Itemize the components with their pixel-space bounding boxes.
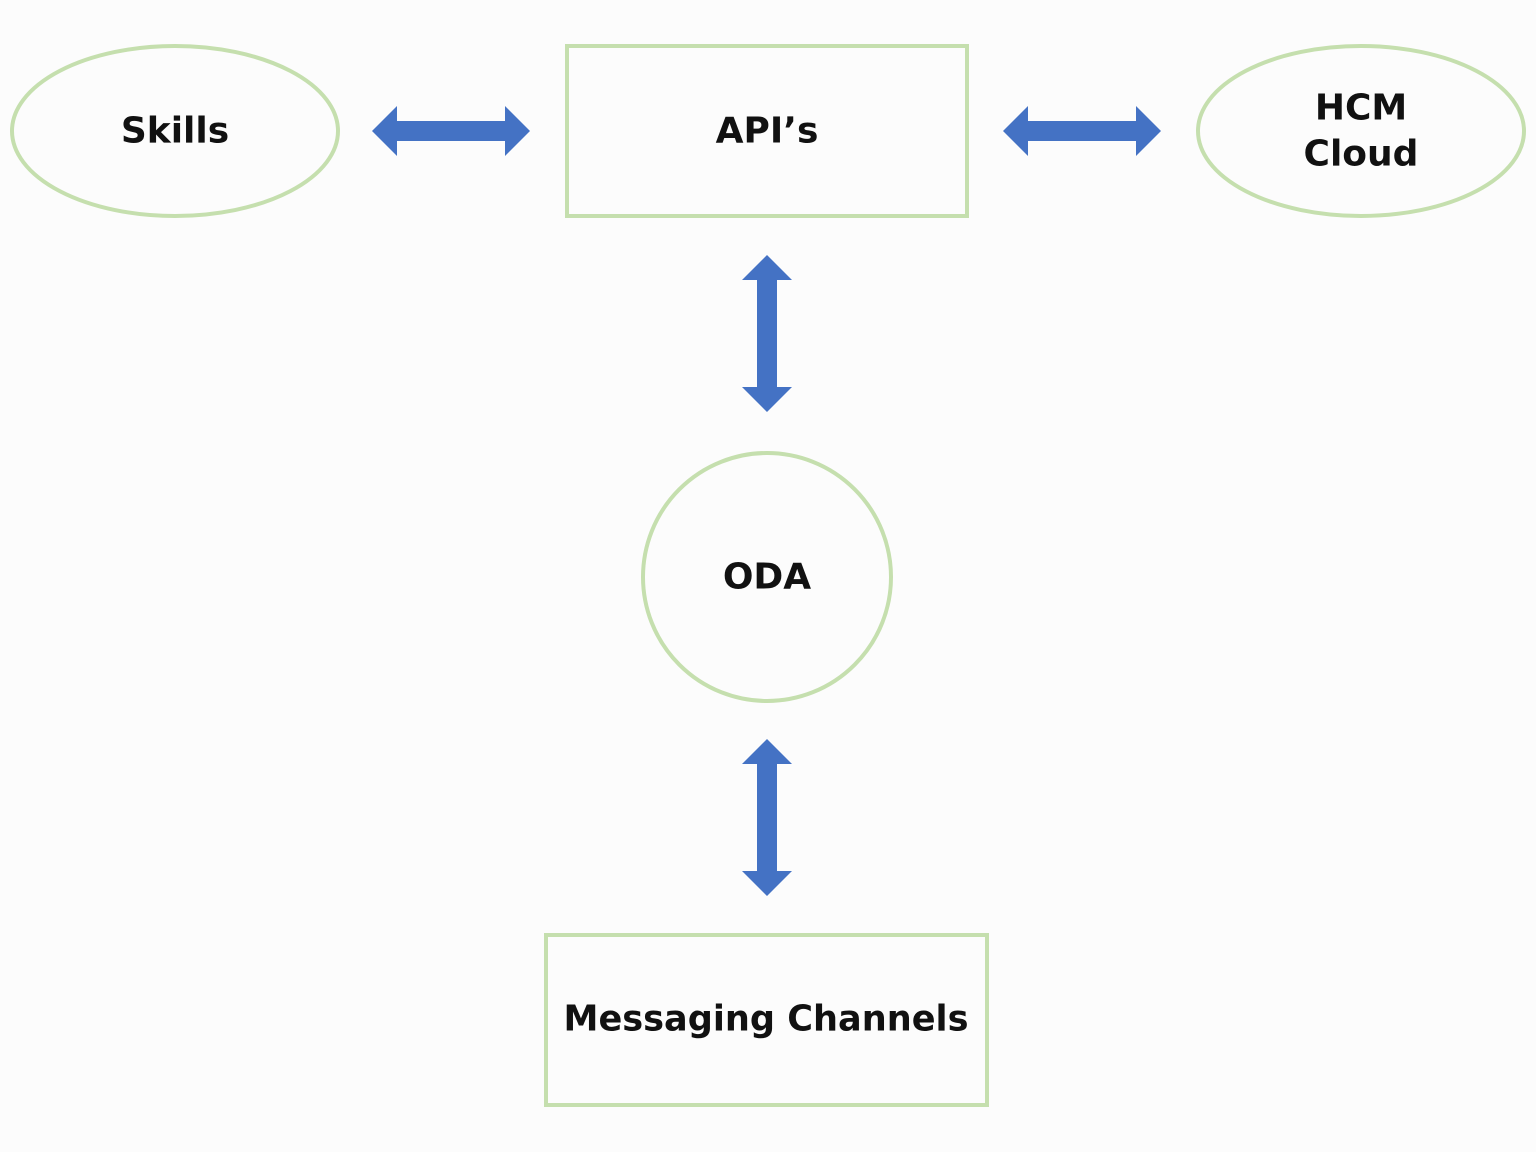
messaging-channels-box xyxy=(544,933,989,1107)
apis-node: API’s xyxy=(565,44,969,218)
skills-label: Skills xyxy=(121,111,229,152)
skills-apis-arrow xyxy=(372,106,530,156)
apis-oda-arrow xyxy=(742,255,792,412)
hcm-cloud-label-line2: Cloud xyxy=(1304,134,1419,175)
skills-ellipse xyxy=(10,44,340,218)
apis-hcm-arrow xyxy=(1003,106,1161,156)
messaging-channels-label: Messaging Channels xyxy=(564,999,969,1040)
oda-node: ODA xyxy=(641,451,893,703)
oda-messaging-arrow xyxy=(742,739,792,896)
oda-circle xyxy=(641,451,893,703)
hcm-cloud-ellipse xyxy=(1196,44,1526,218)
oda-label: ODA xyxy=(723,557,811,598)
skills-node: Skills xyxy=(10,44,340,218)
hcm-cloud-label-line1: HCM xyxy=(1315,88,1407,129)
messaging-channels-node: Messaging Channels xyxy=(544,933,989,1107)
apis-label: API’s xyxy=(716,111,819,152)
apis-box xyxy=(565,44,969,218)
hcm-cloud-node: HCM Cloud xyxy=(1196,44,1526,218)
